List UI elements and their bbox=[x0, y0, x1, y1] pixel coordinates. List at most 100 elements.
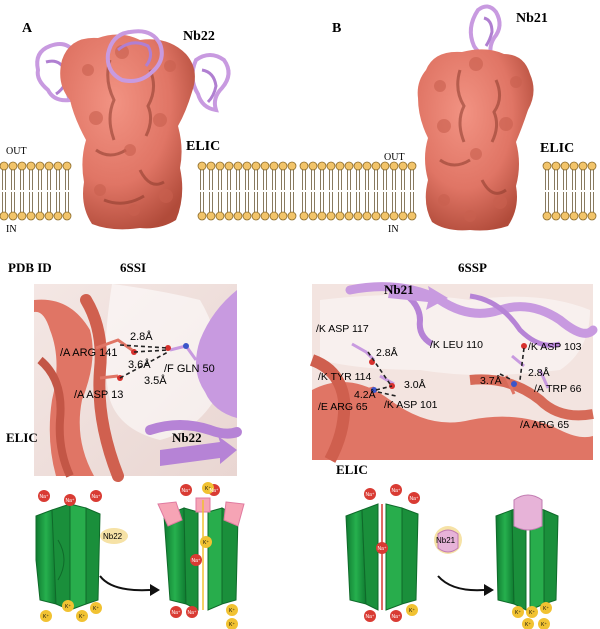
zoom-b-nb21-label: Nb21 bbox=[384, 282, 414, 297]
membrane-a bbox=[0, 161, 297, 221]
schematic-b-blocked-ions bbox=[512, 602, 552, 629]
panel-a-letter: A bbox=[22, 21, 33, 36]
zoom-b-elic-ribbon3 bbox=[469, 374, 594, 421]
panel-b-in-label: IN bbox=[388, 224, 399, 235]
k-ion-label: K⁺ bbox=[229, 608, 235, 614]
panel-a-out-label: OUT bbox=[6, 146, 27, 157]
nb22-top bbox=[105, 29, 164, 83]
na-ion-label: Na⁺ bbox=[39, 494, 48, 500]
zoom-b-elic-ribbon1 bbox=[312, 382, 593, 460]
zoom-a-dist-0: 2.8Å bbox=[130, 330, 153, 343]
zoom-a-dist-2: 3.5Å bbox=[144, 374, 167, 387]
na-ion-label: Na⁺ bbox=[91, 494, 100, 500]
panel-a-in-label: IN bbox=[6, 224, 17, 235]
zoom-b-label-0: /K ASP 117 bbox=[316, 323, 369, 335]
schematic-b-ions bbox=[364, 484, 420, 622]
panel-a-structure bbox=[35, 29, 231, 230]
ion-labels: Na⁺Na⁺Na⁺K⁺K⁺K⁺K⁺Na⁺Na⁺K⁺Na⁺K⁺Na⁺Na⁺K⁺K⁺… bbox=[39, 486, 549, 628]
schematic-nb21-label: Nb21 bbox=[436, 536, 456, 545]
na-ion-label: Na⁺ bbox=[377, 546, 386, 552]
elic-b-crevice bbox=[439, 69, 507, 195]
zoom-b-label-4: /E ARG 65 bbox=[318, 401, 368, 413]
schematic-nb22-label: Nb22 bbox=[103, 532, 123, 541]
schematic-nb22-bubble bbox=[100, 528, 128, 544]
zoom-a-label-1: /F GLN 50 bbox=[164, 363, 215, 375]
zoom-a-label-2: /A ASP 13 bbox=[74, 389, 123, 401]
schematic-a-ions-top bbox=[38, 490, 102, 506]
zoom-a-hbonds bbox=[119, 344, 169, 379]
k-ion-label: K⁺ bbox=[205, 486, 211, 492]
zoom-b-dist-4: 2.8Å bbox=[528, 366, 550, 379]
schematic-b-blocked-channel bbox=[495, 494, 559, 611]
na-ion-label: Na⁺ bbox=[391, 488, 400, 494]
zoom-b bbox=[309, 282, 598, 463]
zoom-a-elic-ribbon bbox=[34, 299, 94, 476]
k-ion-label: K⁺ bbox=[79, 614, 85, 620]
zoom-b-label-3: /K TYR 114 bbox=[318, 371, 371, 383]
k-ion-label: K⁺ bbox=[529, 610, 535, 616]
panel-a-nanobody-label: Nb22 bbox=[183, 29, 215, 44]
k-ion-label: K⁺ bbox=[43, 614, 49, 620]
panel-b-out-label: OUT bbox=[384, 152, 405, 163]
na-ion-label: Na⁺ bbox=[409, 496, 418, 502]
schematic-b-arrow bbox=[437, 575, 485, 592]
na-ion-label: Na⁺ bbox=[65, 498, 74, 504]
zoom-a-nb22-strand bbox=[145, 420, 242, 439]
zoom-a-elic-strand3 bbox=[37, 356, 74, 478]
zoom-b-nb21-loop3 bbox=[469, 293, 561, 348]
panel-b-structure bbox=[417, 4, 534, 231]
pdb-a-id: 6SSI bbox=[120, 260, 146, 275]
membrane-b bbox=[299, 161, 597, 221]
panel-b-nanobody-label: Nb21 bbox=[516, 11, 548, 26]
zoom-b-label-2: /K ASP 103 bbox=[528, 341, 582, 353]
na-ion-label: Na⁺ bbox=[365, 492, 374, 498]
zoom-b-dist-2: 4.2Å bbox=[354, 388, 376, 401]
zoom-a-elic-strand2 bbox=[80, 294, 124, 482]
elic-a-crevice bbox=[95, 59, 165, 205]
na-ion-label: Na⁺ bbox=[187, 610, 196, 616]
zoom-b-nb21-arrow bbox=[388, 286, 448, 310]
pdb-b-id: 6SSP bbox=[458, 260, 487, 275]
nb22-right bbox=[190, 53, 231, 113]
na-ion-label: Na⁺ bbox=[391, 614, 400, 620]
k-ion-label: K⁺ bbox=[409, 608, 415, 614]
k-ion-label: K⁺ bbox=[525, 622, 531, 628]
zoom-a-dist-1: 3.6Å bbox=[128, 358, 151, 371]
zoom-a-surface bbox=[105, 284, 221, 440]
panel-b-letter: B bbox=[332, 21, 341, 36]
zoom-a-nb22-label: Nb22 bbox=[172, 430, 202, 445]
schematic-a-arrowhead bbox=[150, 584, 160, 596]
zoom-b-dist-3: 3.7Å bbox=[480, 374, 502, 387]
zoom-b-label-7: /A ARG 65 bbox=[520, 419, 569, 431]
schematic-a-open-channel bbox=[157, 497, 245, 611]
elic-b-body bbox=[417, 49, 534, 231]
zoom-a-elic-label: ELIC bbox=[6, 430, 38, 445]
panel-b-protein-label: ELIC bbox=[540, 141, 574, 156]
zoom-b-label-5: /K ASP 101 bbox=[384, 399, 438, 411]
schematic-a-ions-bottom bbox=[40, 600, 102, 622]
zoom-b-label-1: /K LEU 110 bbox=[430, 339, 483, 351]
nb22-right-inner bbox=[201, 68, 218, 104]
nb21-top-inner bbox=[483, 16, 494, 47]
zoom-b-dist-1: 3.0Å bbox=[404, 378, 426, 391]
na-ion-label: Na⁺ bbox=[365, 614, 374, 620]
zoom-b-label-6: /A TRP 66 bbox=[534, 383, 582, 395]
schematic-a-closed-channel bbox=[35, 503, 101, 611]
elic-a-body bbox=[60, 34, 195, 230]
na-ion-label: Na⁺ bbox=[191, 558, 200, 564]
k-ion-label: K⁺ bbox=[543, 606, 549, 612]
zoom-a-label-0: /A ARG 141 bbox=[60, 347, 117, 359]
na-ion-label: Na⁺ bbox=[209, 488, 218, 494]
nb21-top bbox=[468, 4, 502, 61]
nb22-top-inner bbox=[117, 41, 153, 67]
schematic-nb21-shape bbox=[437, 529, 459, 553]
elic-a-texture bbox=[82, 45, 176, 216]
schematic-b-closed-channel bbox=[345, 503, 419, 611]
zoom-b-elic-ribbon2 bbox=[309, 354, 351, 463]
zoom-b-elic-label: ELIC bbox=[336, 462, 368, 477]
zoom-b-hbonds bbox=[367, 347, 525, 397]
k-ion-label: K⁺ bbox=[541, 622, 547, 628]
panel-a-protein-label: ELIC bbox=[186, 139, 220, 154]
schematic-b-arrowhead bbox=[484, 584, 494, 596]
